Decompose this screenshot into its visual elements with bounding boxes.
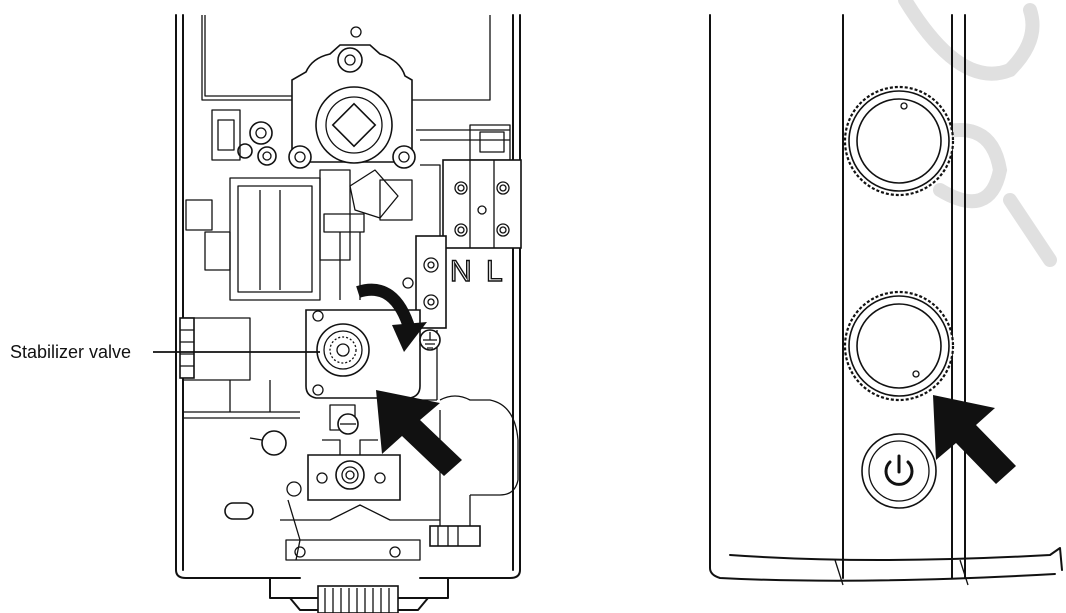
curved-clockwise-arrow-icon: [356, 283, 427, 352]
open-heater-unit: N L: [175, 14, 522, 613]
ground-icon: [419, 329, 441, 351]
inlet-valve-block: [237, 44, 416, 169]
terminal-block: [442, 159, 522, 249]
closed-heater-unit: [709, 14, 1063, 586]
flow-knob[interactable]: [843, 290, 955, 402]
outlet-valve-block: [280, 439, 481, 561]
ground-lug-column: [402, 235, 447, 329]
power-icon: [884, 454, 914, 486]
power-button[interactable]: [861, 433, 937, 509]
large-black-pointer-arrow-icon-left: [376, 390, 462, 476]
terminal-label-n: N: [450, 255, 472, 288]
threaded-outlet-fitting: [317, 585, 399, 613]
large-black-pointer-arrow-icon-right: [933, 395, 1016, 484]
stabilizer-valve-assembly: [305, 309, 421, 435]
watermark: [898, 0, 1057, 267]
stabilizer-valve-label: Stabilizer valve: [10, 342, 132, 362]
terminal-label-l: L: [486, 255, 503, 288]
temperature-knob[interactable]: [843, 85, 955, 197]
